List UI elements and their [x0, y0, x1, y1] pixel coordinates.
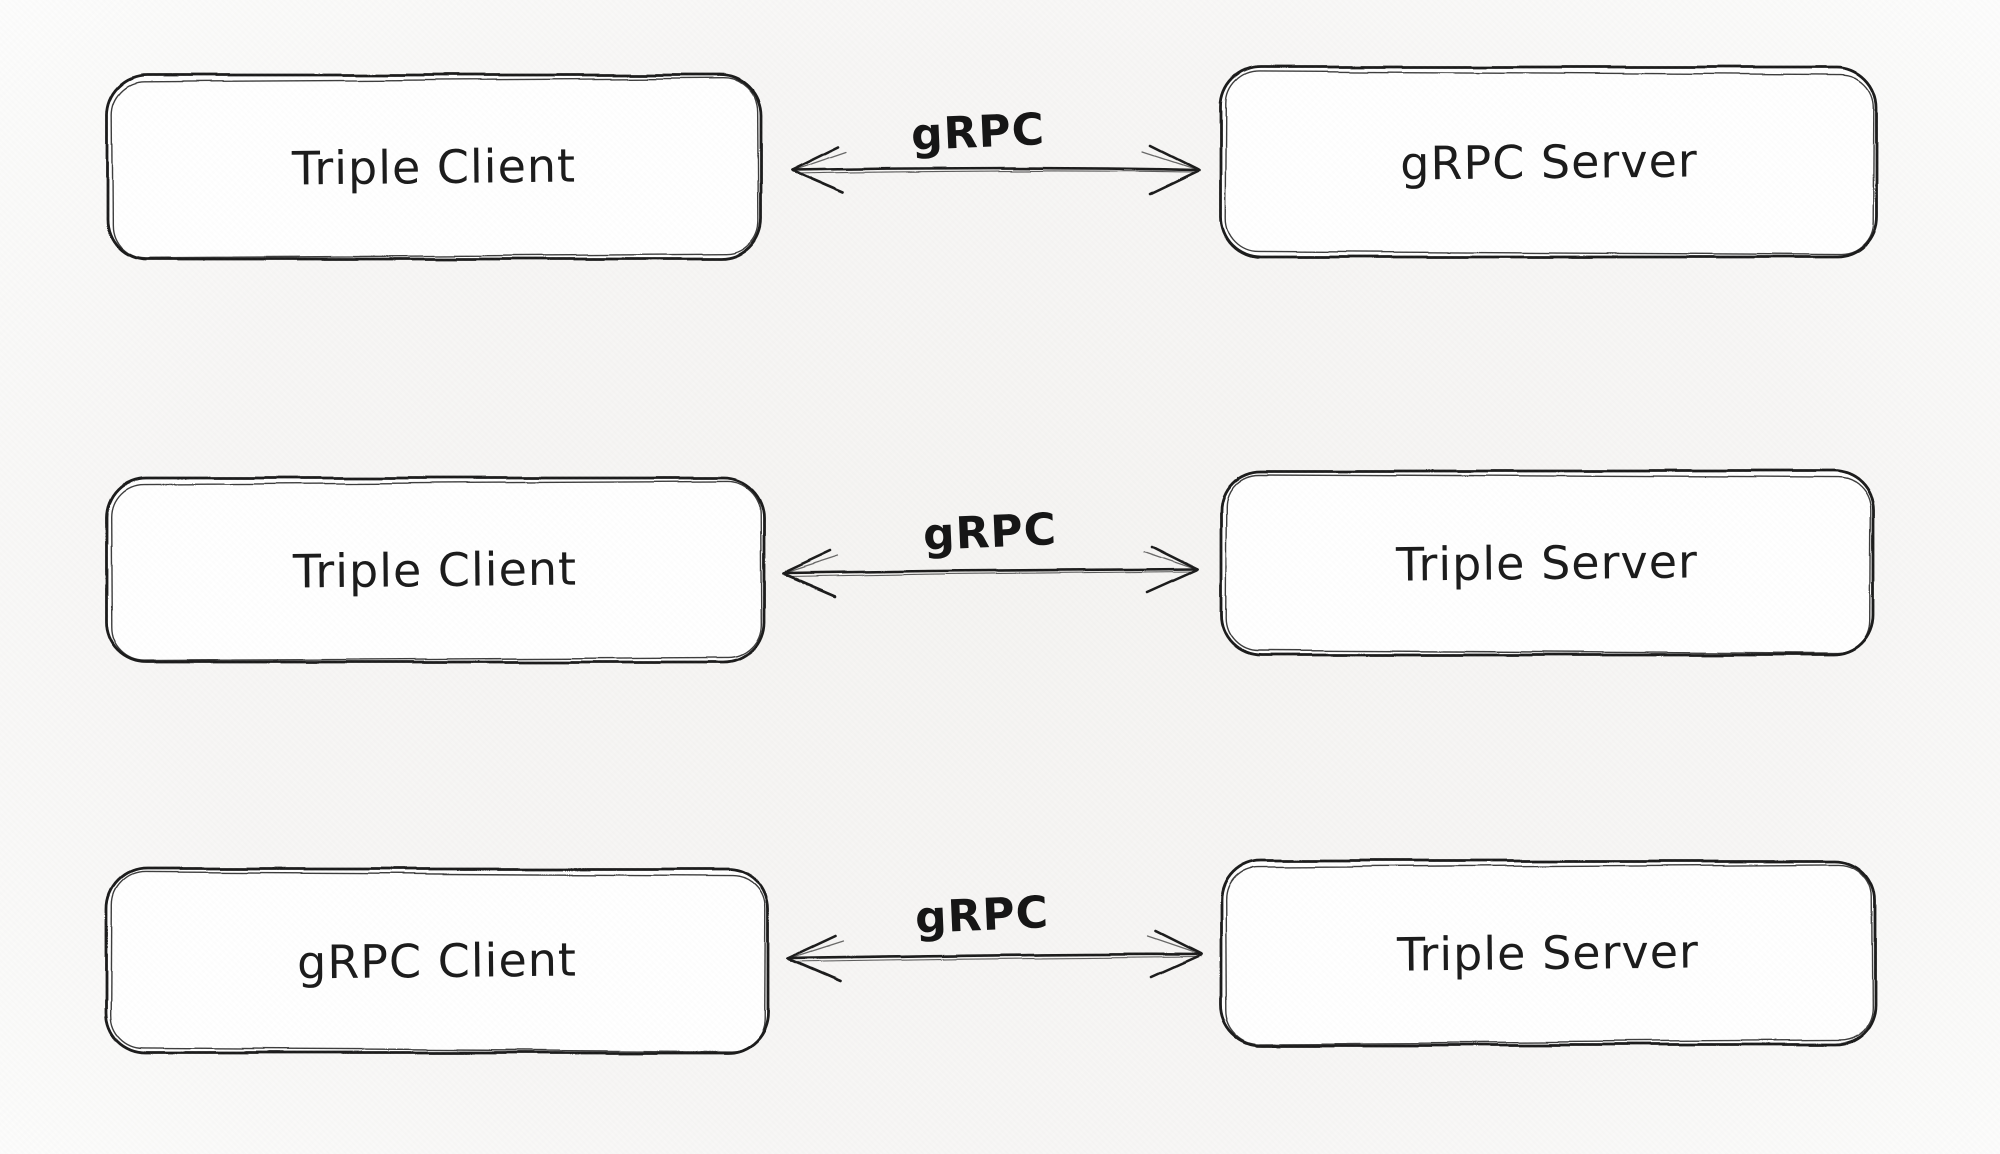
node-label-triple-client-2: Triple Client: [292, 541, 578, 599]
node-label-triple-client-1: Triple Client: [291, 138, 577, 196]
arrow-label-grpc-3: gRPC: [913, 886, 1051, 944]
node-shape-triple-client-1: [105, 73, 763, 261]
node-shape-grpc-server: [1219, 65, 1879, 259]
arrow-label-grpc-2: gRPC: [921, 503, 1059, 561]
bidirectional-arrow-2: [781, 544, 1199, 598]
node-label-triple-server-1: Triple Server: [1395, 534, 1699, 592]
node-label-grpc-client: gRPC Client: [296, 932, 578, 990]
bidirectional-arrow-3: [786, 929, 1203, 983]
arrow-label-grpc-1: gRPC: [909, 103, 1047, 161]
node-shape-triple-server-1: [1219, 469, 1875, 657]
node-shape-triple-client-2: [104, 476, 766, 664]
node-label-triple-server-2: Triple Server: [1396, 924, 1700, 982]
bidirectional-arrow-1: [789, 144, 1201, 196]
node-label-grpc-server: gRPC Server: [1399, 133, 1699, 191]
node-shape-triple-server-2: [1219, 859, 1877, 1047]
node-shape-grpc-client: [104, 867, 770, 1055]
